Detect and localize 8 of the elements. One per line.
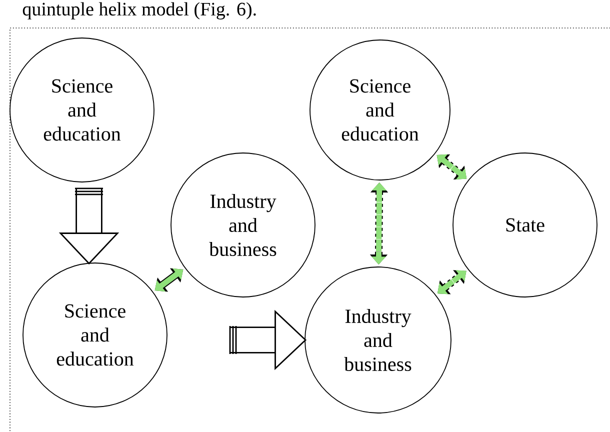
circle-node: Science and education	[10, 38, 154, 182]
circle-node: Industry and business	[304, 266, 452, 414]
circle-node: Science and education	[310, 40, 450, 180]
double-arrow	[154, 268, 184, 292]
figure-caption-text: quintuple helix model (Fig. 6).	[22, 2, 256, 20]
circle-node: Industry and business	[170, 152, 316, 298]
circle-node: State	[452, 152, 598, 298]
circle-node: Science and education	[22, 262, 168, 408]
